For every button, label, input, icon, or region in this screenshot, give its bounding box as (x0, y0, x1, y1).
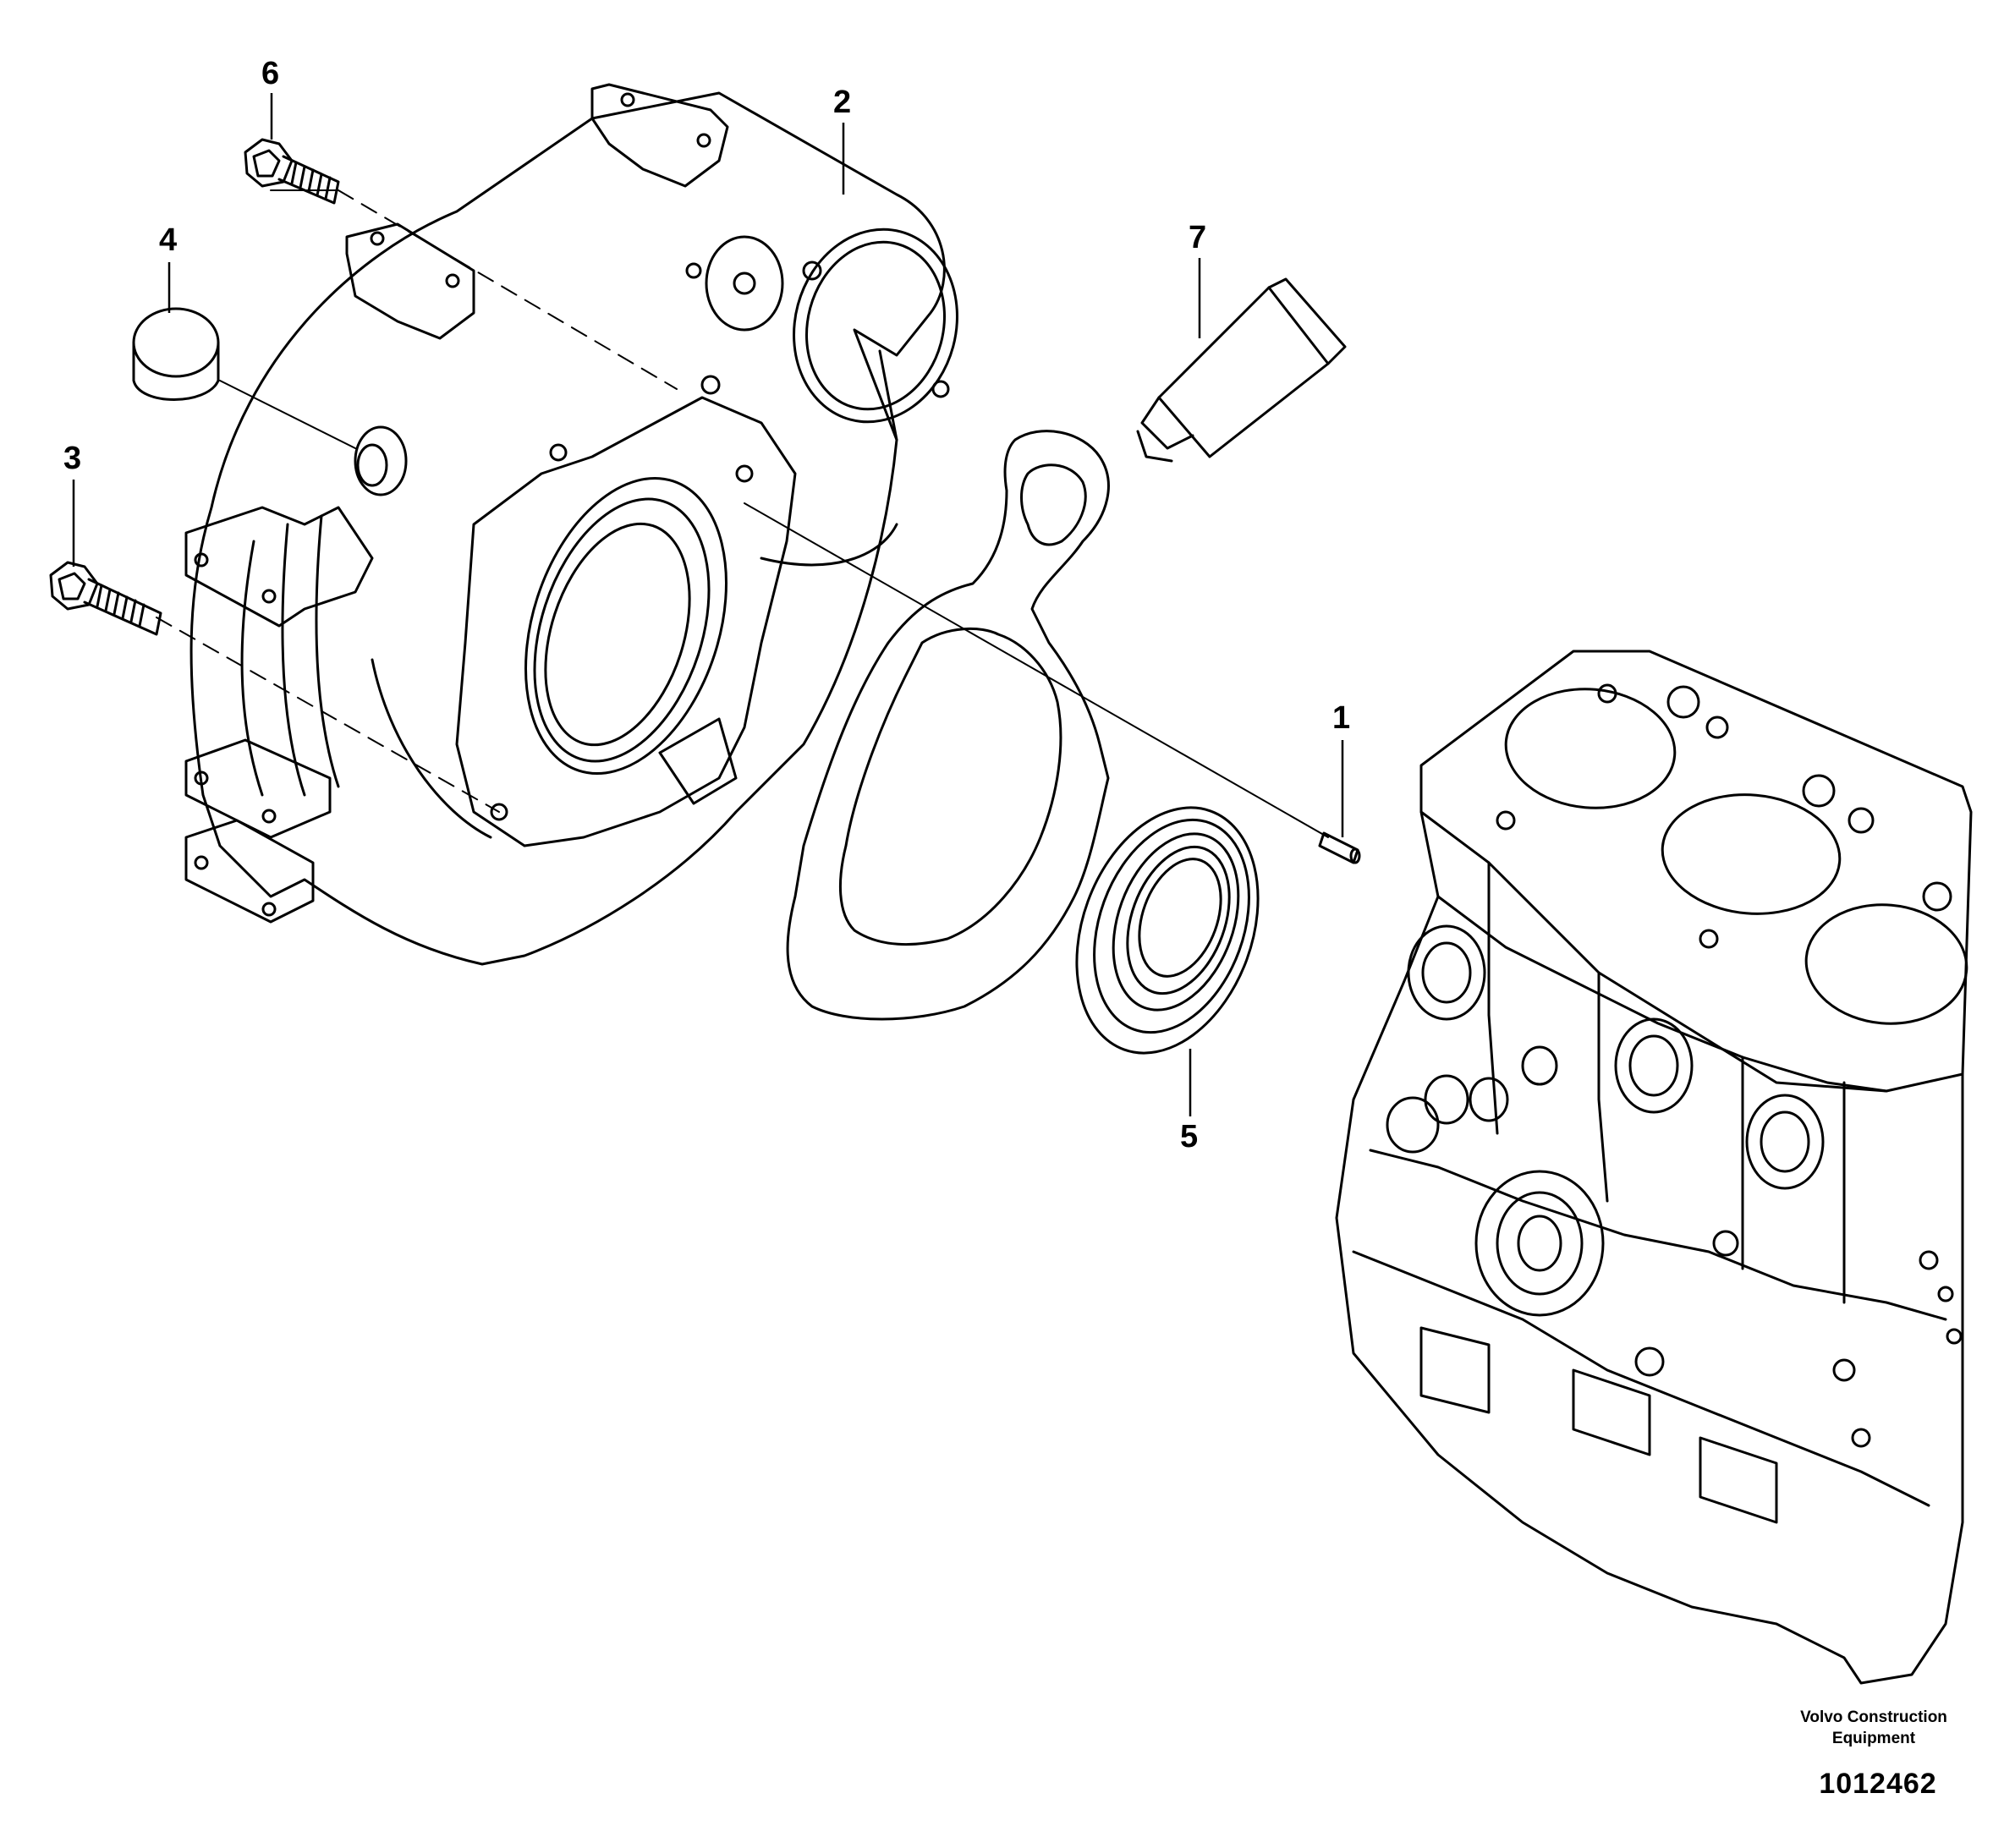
brand-name-line1: Volvo Construction (1800, 1708, 1947, 1726)
callout-6: 6 (261, 56, 280, 91)
dowel-pin (1318, 831, 1361, 864)
callout-4: 4 (159, 222, 178, 258)
gasket (786, 430, 1110, 1021)
sealant-tube (1136, 277, 1347, 463)
alignment-lines (156, 189, 678, 813)
bolt-left (49, 561, 162, 636)
flywheel-housing (184, 83, 958, 966)
oil-seal (1075, 806, 1260, 1055)
callout-2: 2 (833, 85, 852, 120)
plug (132, 307, 220, 401)
engine-block (1335, 650, 1973, 1685)
drawing-number: 1012462 (1819, 1768, 1937, 1800)
brand-name-line2: Equipment (1831, 1730, 1916, 1747)
callout-3: 3 (63, 441, 82, 476)
callout-5: 5 (1180, 1119, 1199, 1154)
callout-1: 1 (1332, 700, 1351, 736)
bolt-top (244, 138, 340, 205)
callout-7: 7 (1189, 220, 1207, 255)
